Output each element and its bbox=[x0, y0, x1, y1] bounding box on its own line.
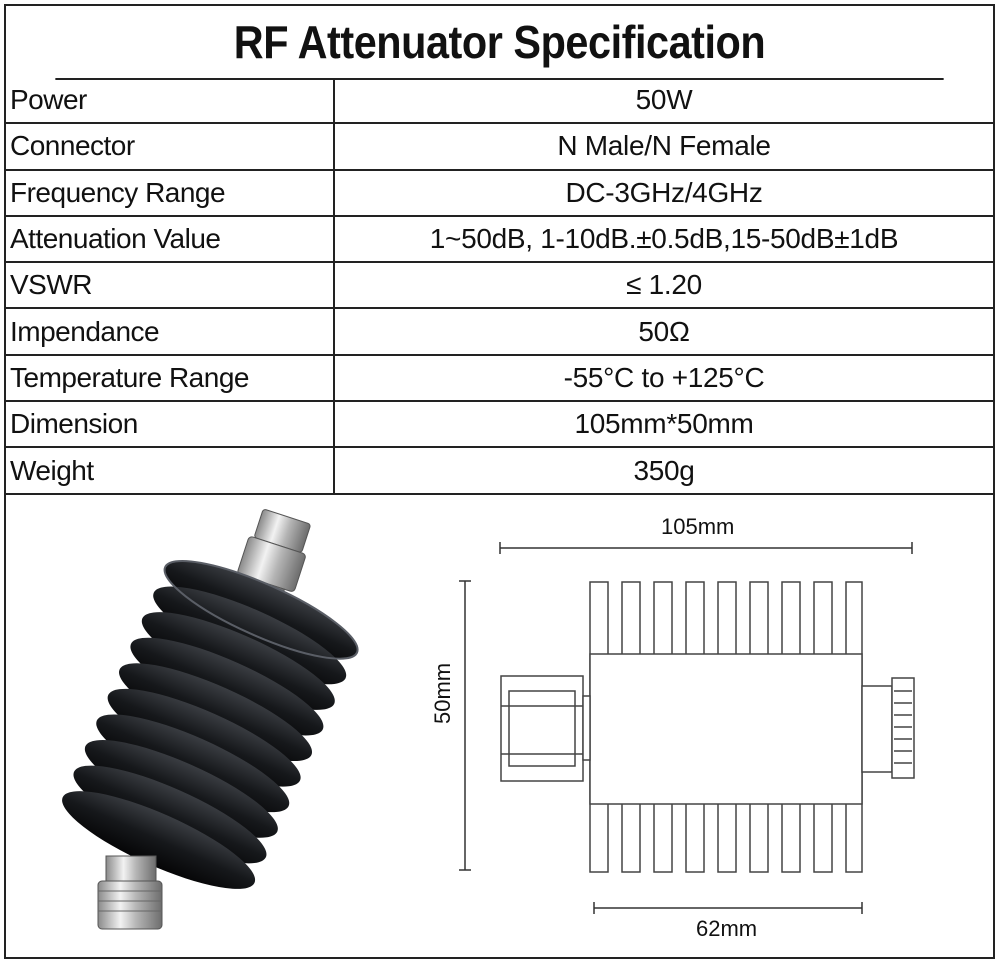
spec-value: N Male/N Female bbox=[334, 123, 993, 171]
spec-label: Power bbox=[6, 78, 335, 125]
heatsink-fins bbox=[62, 559, 359, 889]
spec-value: 350g bbox=[334, 447, 993, 495]
table-row: Attenuation Value 1~50dB, 1-10dB.±0.5dB,… bbox=[6, 215, 993, 264]
spec-value: 105mm*50mm bbox=[334, 401, 993, 449]
attenuator-photo bbox=[62, 509, 359, 930]
female-connector bbox=[97, 855, 163, 930]
table-row: Weight 350g bbox=[6, 447, 993, 495]
table-row: VSWR ≤ 1.20 bbox=[6, 262, 993, 310]
spec-value: 50Ω bbox=[334, 308, 993, 356]
spec-label: Attenuation Value bbox=[6, 215, 335, 264]
table-row: Frequency Range DC-3GHz/4GHz bbox=[6, 169, 993, 217]
length-label: 105mm bbox=[661, 514, 735, 539]
table-row: Connector N Male/N Female bbox=[6, 123, 993, 171]
spec-label: Weight bbox=[6, 447, 335, 495]
product-figure: 105mm 50mm 62mm bbox=[6, 496, 993, 957]
table-row: Power 50W bbox=[6, 78, 993, 125]
spec-label: Connector bbox=[6, 123, 335, 171]
spec-label: Dimension bbox=[6, 401, 335, 449]
spec-value: ≤ 1.20 bbox=[334, 262, 993, 310]
spec-table: Power 50W Connector N Male/N Female Freq… bbox=[6, 78, 993, 495]
body-length-label: 62mm bbox=[696, 916, 758, 941]
table-row: Dimension 105mm*50mm bbox=[6, 401, 993, 449]
spec-title: RF Attenuator Specification bbox=[55, 6, 944, 80]
spec-label: Impendance bbox=[6, 308, 335, 356]
table-row: Impendance 50Ω bbox=[6, 308, 993, 356]
spec-value: -55°C to +125°C bbox=[334, 354, 993, 403]
spec-value: 1~50dB, 1-10dB.±0.5dB,15-50dB±1dB bbox=[334, 215, 993, 264]
spec-value: DC-3GHz/4GHz bbox=[334, 169, 993, 217]
spec-label: Temperature Range bbox=[6, 354, 335, 403]
spec-label: Frequency Range bbox=[6, 169, 335, 217]
table-row: Temperature Range -55°C to +125°C bbox=[6, 354, 993, 403]
spec-sheet: RF Attenuator Specification Power 50W Co… bbox=[4, 4, 995, 959]
height-label: 50mm bbox=[430, 662, 455, 724]
spec-label: VSWR bbox=[6, 262, 335, 310]
dimension-drawing bbox=[459, 542, 915, 914]
spec-value: 50W bbox=[334, 78, 993, 125]
